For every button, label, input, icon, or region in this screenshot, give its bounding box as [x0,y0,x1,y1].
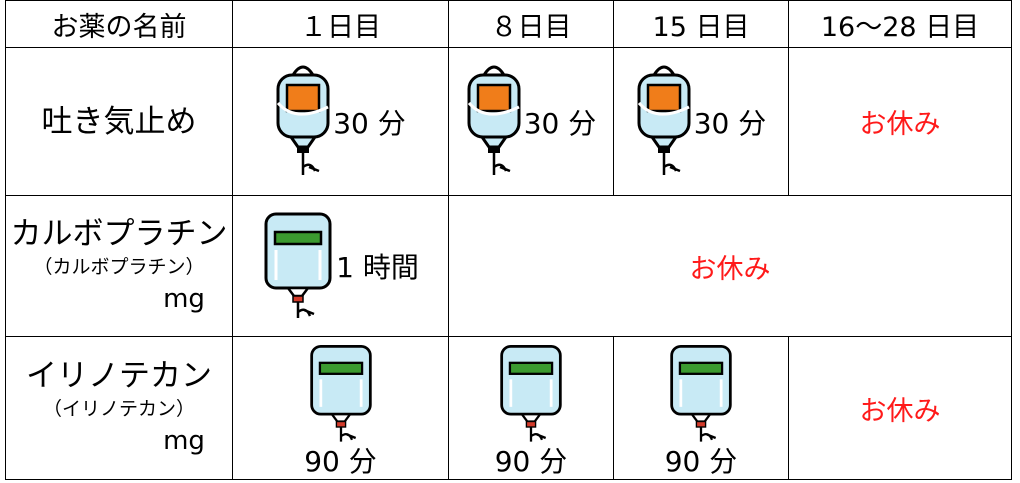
iv-bag-large-icon [670,344,732,442]
drug-name: イリノテカン [26,358,212,394]
iv-bag-large-icon [309,344,372,442]
table-row: カルボプラチン （カルボプラチン） mg 1 時間 お休み [5,195,1012,337]
table-row: 吐き気止め 30 分 [5,47,1012,196]
duration-label: 90 分 [304,445,377,478]
drug-name-cell: イリノテカン （イリノテカン） mg [5,336,233,480]
drug-name: 吐き気止め [41,103,197,140]
rest-label: お休み [859,395,941,427]
header-row: お薬の名前 １日目 ８日目 15 日目 16〜28 日目 [5,0,1012,48]
duration-label: 1 時間 [336,251,419,284]
day8-cell: 90 分 [448,336,614,480]
day1-cell: 1 時間 [232,195,449,337]
header-day-8: ８日目 [448,0,614,48]
drug-name: カルボプラチン [10,216,228,252]
drug-subname: （イリノテカン） [42,398,195,420]
iv-bag-small-icon [467,65,521,175]
iv-bag-large-icon [264,212,332,318]
day1-cell: 30 分 [232,47,449,196]
rest-cell: お休み [788,47,1012,196]
day1-cell: 90 分 [232,336,449,480]
rest-label: お休み [859,109,941,140]
drug-name-cell: 吐き気止め [5,47,233,196]
day15-cell: 30 分 [613,47,789,196]
header-drug-name: お薬の名前 [5,0,233,48]
duration-label: 90 分 [494,445,568,478]
header-day-16-28: 16〜28 日目 [788,0,1012,48]
dose-unit: mg [163,426,205,456]
duration-label: 30 分 [523,106,597,140]
duration-label: 30 分 [693,106,767,140]
day15-cell: 90 分 [613,336,789,480]
rest-label: お休み [689,253,771,285]
iv-bag-large-icon [500,344,562,442]
duration-label: 30 分 [333,106,406,140]
header-day-15: 15 日目 [613,0,789,48]
chemo-schedule-table: お薬の名前 １日目 ８日目 15 日目 16〜28 日目 吐き気止め 30 分 [5,0,1012,480]
rest-cell: お休み [788,336,1012,480]
iv-bag-small-icon [276,65,330,175]
drug-subname: （カルボプラチン） [33,256,205,278]
table-row: イリノテカン （イリノテカン） mg 90 分 [5,336,1012,480]
header-day-1: １日目 [232,0,449,48]
drug-name-cell: カルボプラチン （カルボプラチン） mg [5,195,233,337]
dose-unit: mg [163,284,205,314]
rest-cell: お休み [448,195,1012,337]
iv-bag-small-icon [637,65,691,175]
day8-cell: 30 分 [448,47,614,196]
duration-label: 90 分 [664,445,738,478]
